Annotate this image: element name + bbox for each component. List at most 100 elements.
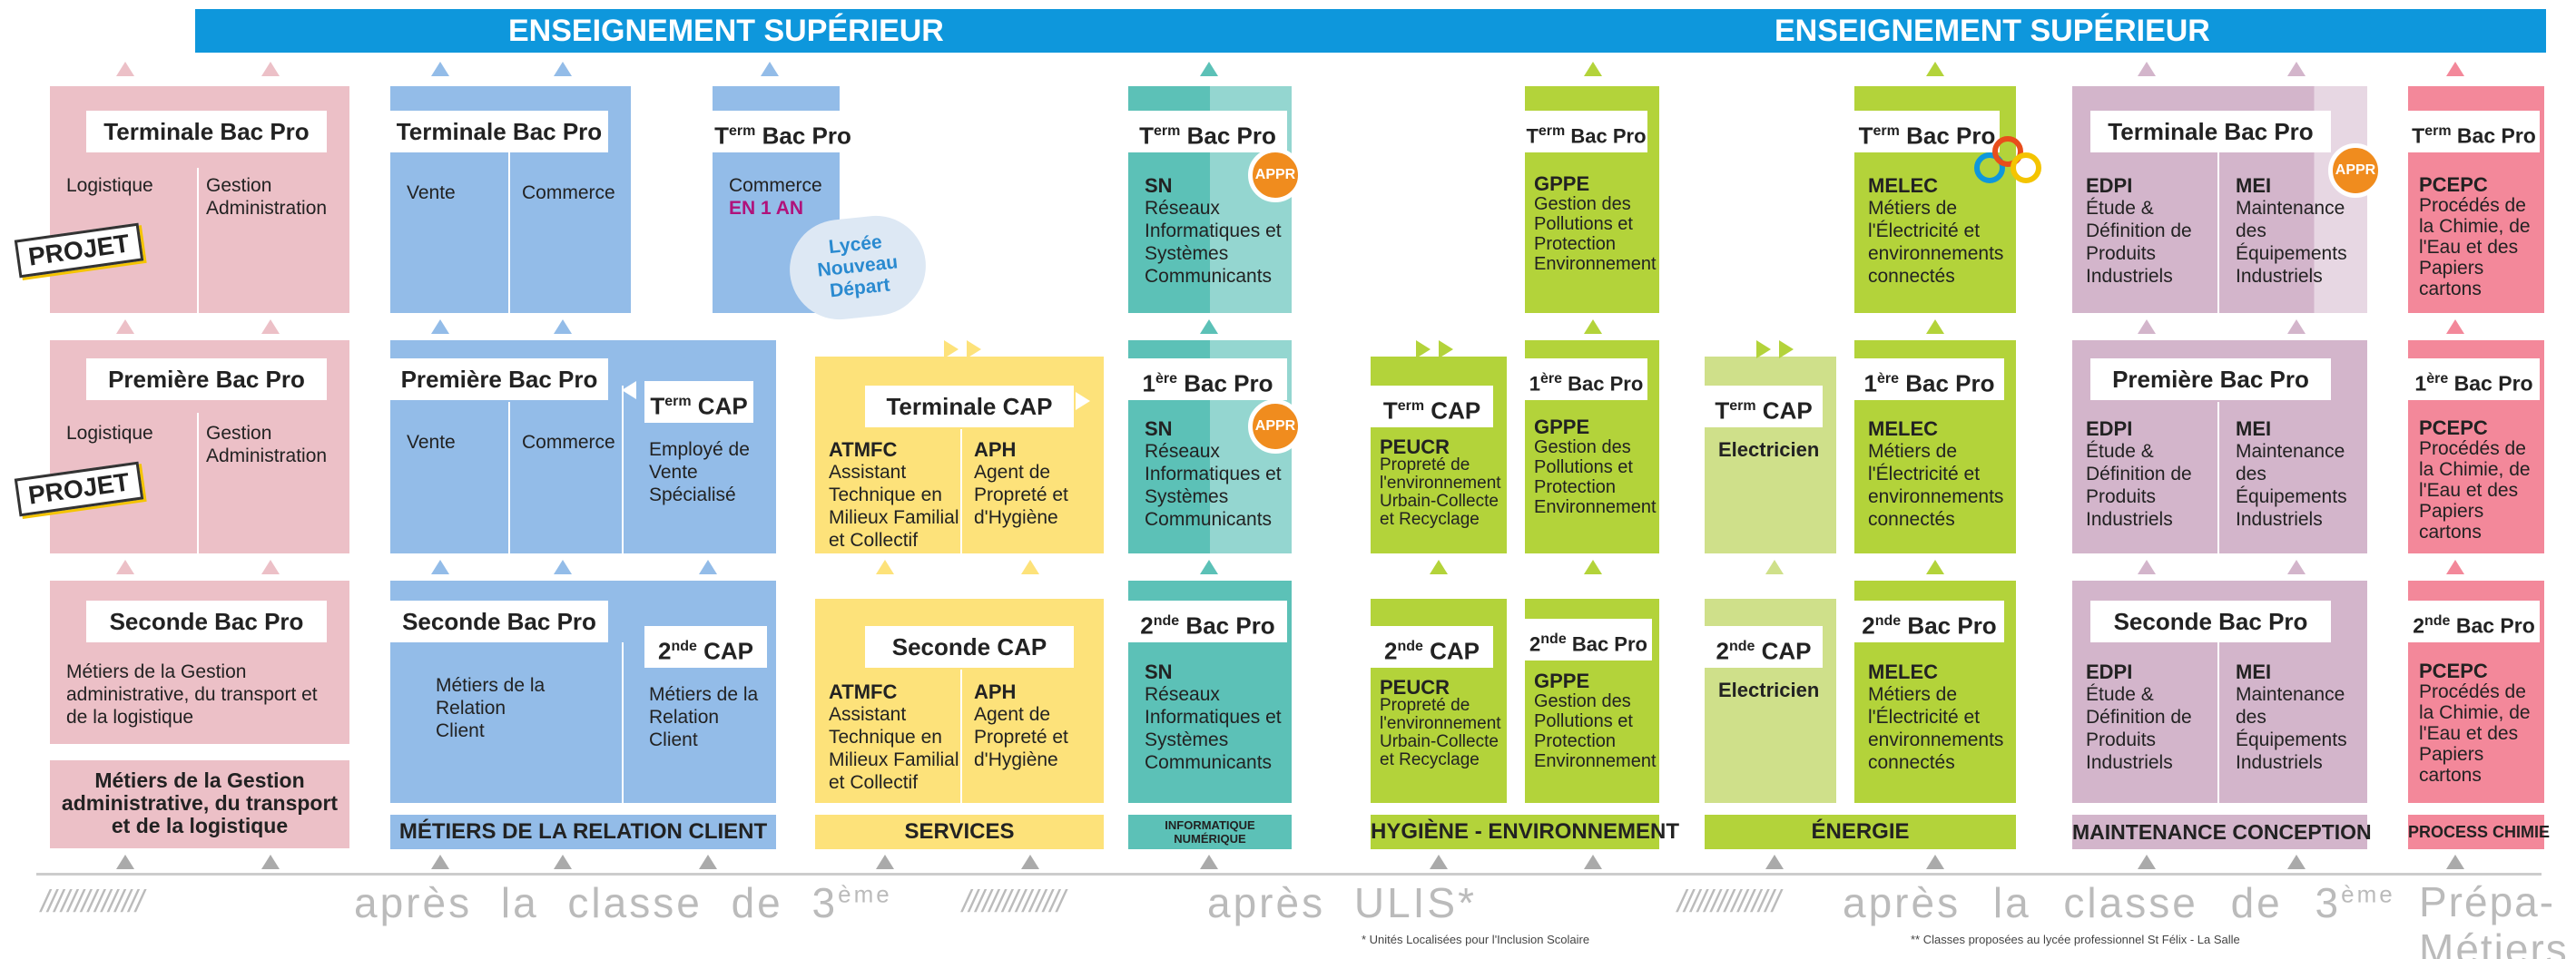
logistique-seconde-text: Métiers de la Gestion administrative, du…: [66, 661, 318, 728]
note-classes: ** Classes proposées au lycée profession…: [1911, 933, 2240, 946]
appr-badge-3: APPR: [2328, 143, 2383, 198]
services-bar: SERVICES: [815, 815, 1104, 849]
relation-premiere-right: Commerce: [522, 432, 615, 453]
relation-premiere: Première Bac Pro Vente Commerce Term CAP…: [390, 340, 776, 553]
banner: ENSEIGNEMENT SUPÉRIEUR ENSEIGNEMENT SUPÉ…: [195, 9, 2546, 53]
bottom-divider: [36, 873, 2542, 876]
banner-title-right: ENSEIGNEMENT SUPÉRIEUR: [1775, 14, 2210, 48]
banner-title-left: ENSEIGNEMENT SUPÉRIEUR: [508, 14, 944, 48]
energie-scap: 2nde CAP Electricien: [1705, 599, 1836, 803]
energie-scap-title: 2nde CAP: [1705, 626, 1823, 668]
slashes-2: ///////////////: [962, 885, 1066, 919]
logistique-bar-box: Métiers de la Gestion administrative, du…: [50, 760, 349, 848]
info-terminale-title: Term Bac Pro: [1128, 111, 1287, 152]
apres-ulis: après ULIS*: [1207, 879, 1478, 926]
note-ulis: * Unités Localisées pour l'Inclusion Sco…: [1362, 933, 1590, 946]
logistique-seconde-title: Seconde Bac Pro: [86, 601, 327, 642]
services-terminale-title: Terminale CAP: [865, 386, 1074, 427]
energie-terminale-title: Term Bac Pro: [1854, 111, 2000, 152]
relation-scap-text: Métiers de la Relation Client: [649, 684, 759, 750]
hygiene-bar: HYGIÈNE - ENVIRONNEMENT: [1371, 815, 1679, 849]
energie-premiere-title: 1ère Bac Pro: [1854, 358, 2004, 400]
relation-terminale-1an: Term Bac Pro Commerce EN 1 AN: [713, 86, 853, 313]
relation-bar: MÉTIERS DE LA RELATION CLIENT: [390, 815, 776, 849]
info-seconde-title: 2nde Bac Pro: [1128, 601, 1287, 642]
relation-tcap-text: Employé de Vente Spécialisé: [649, 439, 750, 505]
relation-terminale-1an-text: Commerce EN 1 AN: [729, 175, 822, 219]
hygiene-tcap-title: Term CAP: [1371, 386, 1493, 427]
logistique-bar: Métiers de la Gestion administrative, du…: [61, 768, 339, 837]
logistique-premiere-right: Gestion Administration: [206, 423, 328, 466]
energie-bar: ÉNERGIE: [1705, 815, 2016, 849]
chimie-bar: PROCESS CHIMIE: [2408, 815, 2550, 849]
chimie-premiere-title: 1ère Bac Pro: [2408, 358, 2540, 400]
energie-seconde-title: 2nde Bac Pro: [1854, 601, 2004, 642]
slashes-1: ///////////////: [41, 885, 144, 919]
relation-scap-title: 2nde CAP: [644, 626, 767, 668]
logistique-terminale-right: Gestion Administration: [206, 175, 328, 219]
maintenance-bar: MAINTENANCE CONCEPTION: [2072, 815, 2372, 849]
logistique-terminale-title: Terminale Bac Pro: [86, 111, 327, 152]
maintenance-terminale-title: Terminale Bac Pro: [2090, 111, 2331, 152]
logistique-seconde: Seconde Bac Pro Métiers de la Gestion ad…: [50, 581, 349, 744]
energie-scap-text: Electricien: [1718, 679, 1820, 701]
relation-terminale: Terminale Bac Pro Vente Commerce: [390, 86, 631, 313]
relation-terminale-1an-title: Term Bac Pro: [713, 111, 853, 152]
appr-badge: APPR: [1248, 148, 1303, 202]
relation-seconde-title: Seconde Bac Pro: [390, 601, 608, 642]
relation-terminale-right: Commerce: [522, 182, 615, 203]
hygiene-premiere-title: 1ère Bac Pro: [1525, 358, 1647, 400]
relation-premiere-left: Vente: [407, 432, 456, 453]
energie-tcap-text: Electricien: [1718, 438, 1820, 461]
logistique-terminale-left: Logistique: [66, 175, 153, 196]
apres-3eme-left: après la classe de 3ème: [354, 879, 892, 926]
relation-seconde-text: Métiers de la Relation Client: [436, 675, 546, 741]
appr-badge-2: APPR: [1248, 399, 1303, 454]
chimie-terminale-title: Term Bac Pro: [2408, 111, 2540, 152]
energie-tcap-title: Term CAP: [1705, 386, 1823, 427]
slashes-3: ///////////////: [1677, 885, 1781, 919]
info-bar: INFORMATIQUE NUMÉRIQUE: [1128, 815, 1292, 849]
relation-tcap-title: Term CAP: [644, 381, 753, 423]
apres-3eme-right: après la classe de 3ème: [1843, 879, 2395, 926]
en-1-an-highlight: EN 1 AN: [729, 198, 804, 219]
services-seconde-title: Seconde CAP: [865, 626, 1074, 668]
prepa-metiers: Prépa-Métiers: [2419, 878, 2569, 959]
logistique-premiere-left: Logistique: [66, 423, 153, 444]
